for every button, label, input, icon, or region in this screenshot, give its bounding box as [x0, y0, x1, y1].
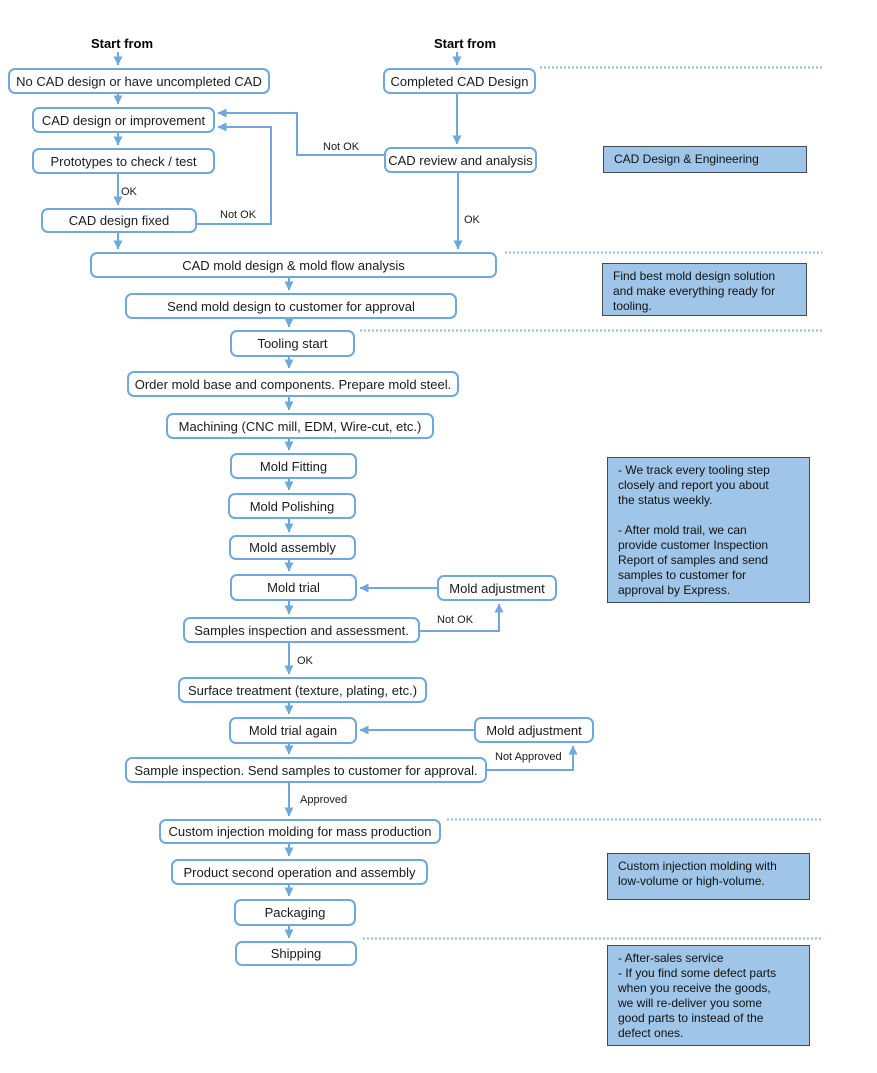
node-prototypes-check-test: Prototypes to check / test	[32, 148, 215, 174]
node-samples-inspection: Samples inspection and assessment.	[183, 617, 420, 643]
edge-label-not-ok-2: Not OK	[323, 141, 360, 153]
node-mold-assembly: Mold assembly	[229, 535, 356, 560]
node-sample-inspection-2: Sample inspection. Send samples to custo…	[125, 757, 487, 783]
start-from-label-left: Start from	[90, 36, 154, 51]
edge-cad-review-not-ok	[217, 108, 384, 156]
node-packaging: Packaging	[234, 899, 356, 926]
node-machining: Machining (CNC mill, EDM, Wire-cut, etc.…	[166, 413, 434, 439]
node-tooling-start: Tooling start	[230, 330, 355, 357]
edge-sample2-not-approved	[487, 745, 578, 771]
edge-label-ok-2: OK	[464, 214, 480, 226]
node-mold-fitting: Mold Fitting	[230, 453, 357, 479]
edge-label-ok-1: OK	[121, 186, 137, 198]
node-mold-trial-again: Mold trial again	[229, 717, 357, 744]
phase-divider-lines	[360, 66, 822, 940]
node-surface-treatment: Surface treatment (texture, plating, etc…	[178, 677, 427, 703]
node-cad-design-fixed: CAD design fixed	[41, 208, 197, 233]
node-product-second-op: Product second operation and assembly	[171, 859, 428, 885]
edge-label-not-ok-1: Not OK	[220, 209, 257, 221]
node-no-cad-design: No CAD design or have uncompleted CAD	[8, 68, 270, 94]
edge-label-ok-3: OK	[297, 655, 313, 667]
node-shipping: Shipping	[235, 941, 357, 966]
node-cad-design-improvement: CAD design or improvement	[32, 107, 215, 133]
edge-cad-fixed-not-ok	[197, 122, 272, 225]
callout-cad-design-engineering: CAD Design & Engineering	[603, 146, 807, 173]
edge-label-not-approved: Not Approved	[495, 751, 562, 763]
edge-samples-not-ok	[420, 603, 504, 632]
flow-arrows	[113, 52, 474, 939]
node-send-mold-design: Send mold design to customer for approva…	[125, 293, 457, 319]
callout-find-best-mold-design: Find best mold design solution and make …	[602, 263, 807, 316]
node-cad-review-analysis: CAD review and analysis	[384, 147, 537, 173]
node-order-mold-base: Order mold base and components. Prepare …	[127, 371, 459, 397]
callout-molding-volume: Custom injection molding with low-volume…	[607, 853, 810, 900]
node-mold-trial: Mold trial	[230, 574, 357, 601]
feedback-arrows	[197, 108, 578, 771]
node-mold-adjustment-1: Mold adjustment	[437, 575, 557, 601]
node-completed-cad-design: Completed CAD Design	[383, 68, 536, 94]
callout-tooling-tracking: - We track every tooling step closely an…	[607, 457, 810, 603]
callout-after-sales-service: - After-sales service - If you find some…	[607, 945, 810, 1046]
edge-label-not-ok-3: Not OK	[437, 614, 474, 626]
node-custom-injection: Custom injection molding for mass produc…	[159, 819, 441, 844]
start-from-label-right: Start from	[433, 36, 497, 51]
edge-label-approved: Approved	[300, 794, 348, 806]
node-mold-polishing: Mold Polishing	[228, 493, 356, 519]
node-cad-mold-design: CAD mold design & mold flow analysis	[90, 252, 497, 278]
node-mold-adjustment-2: Mold adjustment	[474, 717, 594, 743]
